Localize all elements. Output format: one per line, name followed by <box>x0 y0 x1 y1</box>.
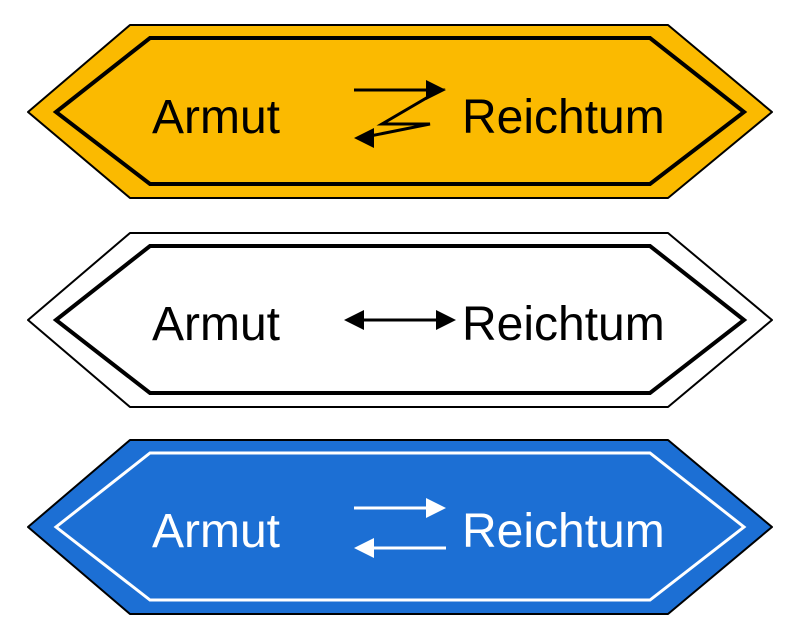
white-sign-double-arrow-icon <box>344 310 456 330</box>
blue-sign-inner-border <box>53 451 747 602</box>
blue-sign-opposing-arrows-icon <box>354 498 446 558</box>
yellow-sign: Armut Reichtum <box>27 24 773 199</box>
white-sign-inner-border <box>52 244 748 395</box>
white-sign-left-label: Armut <box>152 298 280 351</box>
blue-sign-right-label: Reichtum <box>462 505 665 558</box>
yellow-sign-left-label: Armut <box>152 91 280 144</box>
yellow-sign-zigzag-arrows-icon <box>354 80 446 148</box>
blue-sign-outer <box>27 439 773 615</box>
yellow-sign-inner-border <box>52 36 748 186</box>
blue-sign-left-label: Armut <box>152 505 280 558</box>
yellow-sign-right-label: Reichtum <box>462 91 665 144</box>
white-sign: Armut Reichtum <box>27 232 773 408</box>
yellow-sign-outer <box>27 24 773 199</box>
white-sign-right-label: Reichtum <box>462 298 665 351</box>
blue-sign: Armut Reichtum <box>27 439 773 615</box>
